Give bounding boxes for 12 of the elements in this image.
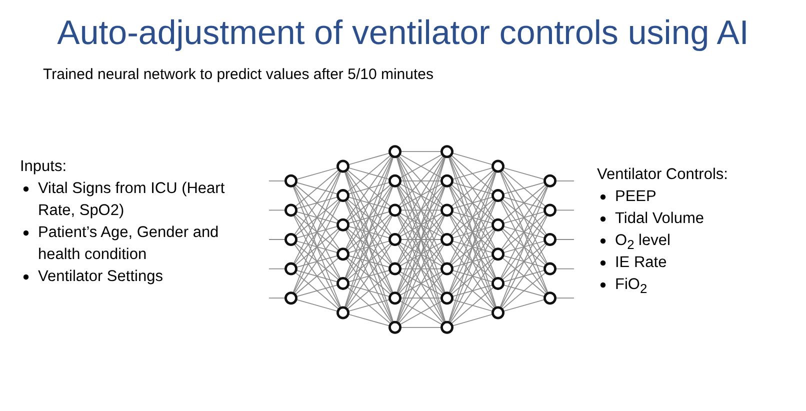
- bullet-item: Vital Signs from ICU (Heart Rate, SpO2): [38, 180, 225, 219]
- list-heading: Inputs:: [20, 157, 68, 177]
- bullet-item: PEEP: [615, 188, 656, 205]
- bullet-item: Tidal Volume: [615, 210, 704, 227]
- subtitle: Trained neural network to predict values after 5/10 minutes: [43, 65, 434, 85]
- bullet-item: FiO$_{2}$: [615, 276, 648, 293]
- title: Auto-adjustment of ventilator controls using AI: [56, 14, 750, 53]
- bullet-item: Ventilator Settings: [38, 268, 163, 285]
- list-heading: Ventilator Controls:: [597, 165, 729, 185]
- bullet-item: Patient’s Age, Gender and health condition: [38, 224, 219, 263]
- bullet-item: O$_{2}$ level: [615, 232, 670, 249]
- bullet-item: IE Rate: [615, 254, 667, 271]
